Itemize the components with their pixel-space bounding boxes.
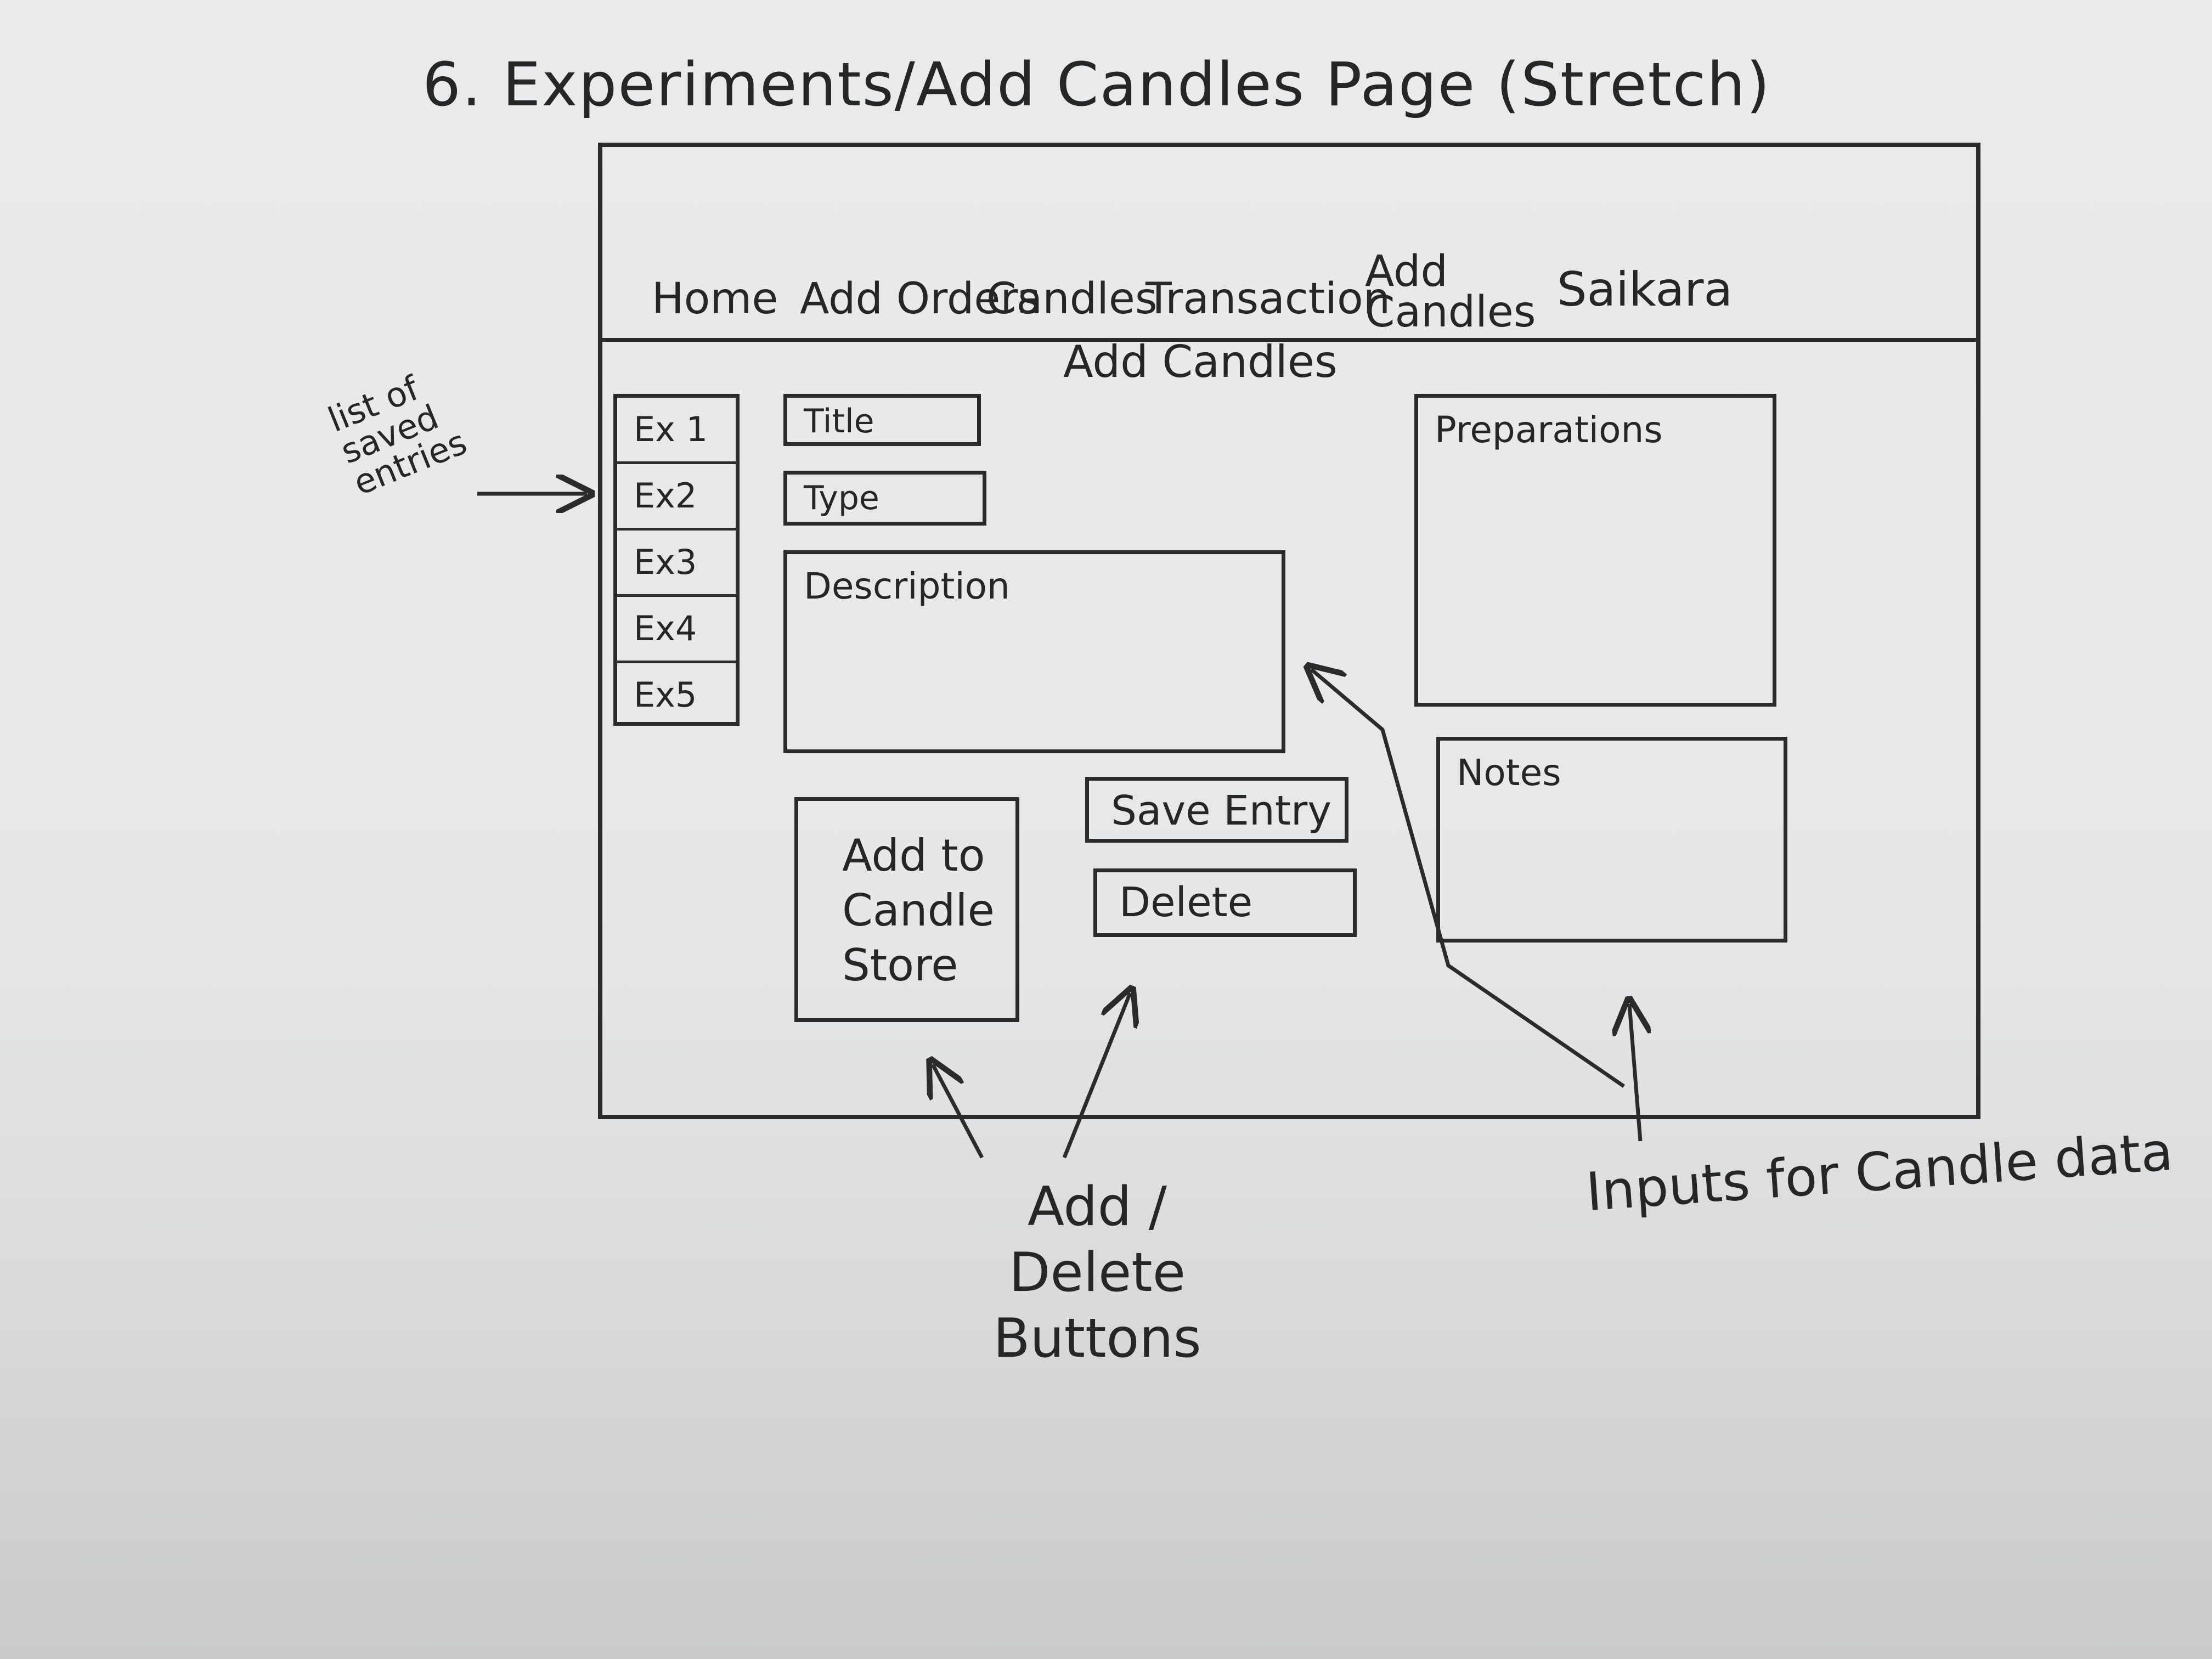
save-entry-button[interactable]: Save Entry	[1085, 777, 1348, 843]
arrow-to-description	[1311, 669, 1625, 1088]
nav-user-name[interactable]: Saikara	[1557, 262, 1733, 317]
list-item[interactable]: Ex2	[617, 464, 736, 531]
list-item[interactable]: Ex 1	[617, 398, 736, 464]
delete-button[interactable]: Delete	[1093, 868, 1357, 937]
nav-item-transaction[interactable]: Transaction	[1146, 274, 1391, 324]
notes-input-label: Notes	[1457, 752, 1561, 794]
page-title: 6. Experiments/Add Candles Page (Stretch…	[422, 49, 1771, 120]
top-nav-bar: Home Add Orders Candles Transaction Add …	[602, 147, 1976, 342]
nav-item-home[interactable]: Home	[652, 274, 778, 324]
notes-input[interactable]: Notes	[1436, 737, 1787, 943]
type-input[interactable]: Type	[783, 471, 986, 526]
description-input[interactable]: Description	[783, 550, 1285, 753]
annotation-buttons: Add / Delete Buttons	[993, 1176, 1201, 1370]
title-input-label: Title	[804, 402, 874, 441]
arrow-to-notes	[1629, 1004, 1640, 1142]
nav-item-add-orders[interactable]: Add Orders	[800, 274, 1041, 324]
arrow-to-delete-button	[1062, 993, 1130, 1159]
saved-entries-list: Ex 1 Ex2 Ex3 Ex4 Ex5	[613, 394, 740, 726]
type-input-label: Type	[804, 479, 879, 517]
preparations-input[interactable]: Preparations	[1414, 394, 1776, 707]
save-entry-label: Save Entry	[1111, 787, 1332, 834]
section-title: Add Candles	[1063, 336, 1338, 387]
add-to-candle-store-label: Add to Candle Store	[842, 830, 995, 991]
delete-label: Delete	[1119, 879, 1253, 926]
nav-item-candles[interactable]: Candles	[986, 274, 1158, 324]
list-item[interactable]: Ex3	[617, 531, 736, 597]
list-item[interactable]: Ex5	[634, 675, 697, 715]
arrow-to-add-button	[933, 1064, 984, 1159]
description-input-label: Description	[804, 565, 1010, 607]
title-input[interactable]: Title	[783, 394, 981, 446]
add-to-candle-store-button[interactable]: Add to Candle Store	[794, 797, 1019, 1022]
list-item[interactable]: Ex4	[617, 597, 736, 663]
page-wireframe: Home Add Orders Candles Transaction Add …	[598, 143, 1980, 1119]
preparations-input-label: Preparations	[1435, 409, 1663, 451]
